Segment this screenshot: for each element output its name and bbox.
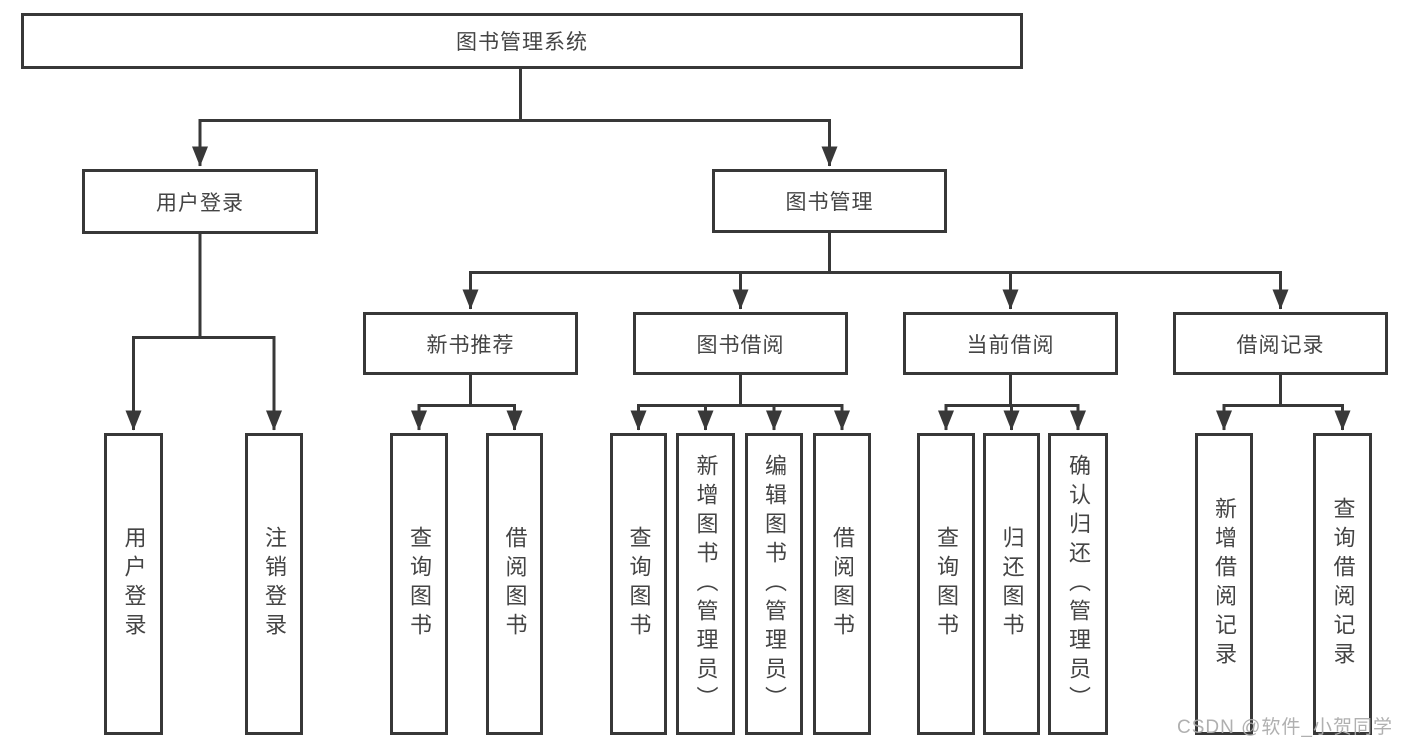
node-root: 图书管理系统 <box>21 13 1023 69</box>
node-label: 借阅图书 <box>830 526 855 642</box>
node-book-borrow: 图书借阅 <box>633 312 848 375</box>
leaf-borrow-edit-books-admin: 编辑图书（管理员） <box>745 433 803 735</box>
leaf-current-return-books: 归还图书 <box>983 433 1040 735</box>
node-label: 编辑图书（管理员） <box>762 453 787 715</box>
node-label: 查询图书 <box>407 526 432 642</box>
node-book-management: 图书管理 <box>712 169 947 233</box>
node-label: 用户登录 <box>156 191 244 215</box>
leaf-recommend-query-books: 查询图书 <box>390 433 448 735</box>
node-label: 新书推荐 <box>426 333 515 357</box>
leaf-records-query-record: 查询借阅记录 <box>1313 433 1372 735</box>
node-borrow-records: 借阅记录 <box>1173 312 1388 375</box>
watermark: CSDN @软件_小贺同学 <box>1177 717 1393 738</box>
node-label: 注销登录 <box>262 526 287 642</box>
node-label: 新增借阅记录 <box>1212 497 1237 671</box>
node-label: 确认归还（管理员） <box>1066 453 1091 715</box>
node-label: 图书管理系统 <box>456 31 588 54</box>
node-label: 图书借阅 <box>696 333 785 357</box>
node-label: 借阅记录 <box>1236 333 1325 357</box>
leaf-current-query-books: 查询图书 <box>917 433 975 735</box>
connector-trunks <box>132 69 1344 407</box>
node-current-borrow: 当前借阅 <box>903 312 1118 375</box>
node-label: 用户登录 <box>121 526 147 642</box>
node-label: 归还图书 <box>999 526 1025 642</box>
leaf-borrow-query-books: 查询图书 <box>610 433 667 735</box>
leaf-logout: 注销登录 <box>245 433 303 735</box>
leaf-borrow-add-books-admin: 新增图书（管理员） <box>676 433 735 735</box>
node-label: 图书管理 <box>785 191 874 214</box>
node-label: 借阅图书 <box>502 526 528 642</box>
leaf-borrow-borrow-books: 借阅图书 <box>813 433 871 735</box>
node-label: 新增图书（管理员） <box>693 453 719 715</box>
leaf-recommend-borrow-books: 借阅图书 <box>486 433 543 735</box>
node-new-book-recommend: 新书推荐 <box>363 312 578 375</box>
leaf-user-login: 用户登录 <box>104 433 163 735</box>
node-user-login: 用户登录 <box>82 169 318 234</box>
connector-arrows <box>125 120 1351 431</box>
leaf-current-confirm-return-admin: 确认归还（管理员） <box>1048 433 1108 735</box>
leaf-records-add-record: 新增借阅记录 <box>1195 433 1253 735</box>
node-label: 当前借阅 <box>966 333 1055 357</box>
node-label: 查询图书 <box>626 526 652 642</box>
node-label: 查询借阅记录 <box>1330 497 1356 671</box>
node-label: 查询图书 <box>934 526 959 642</box>
